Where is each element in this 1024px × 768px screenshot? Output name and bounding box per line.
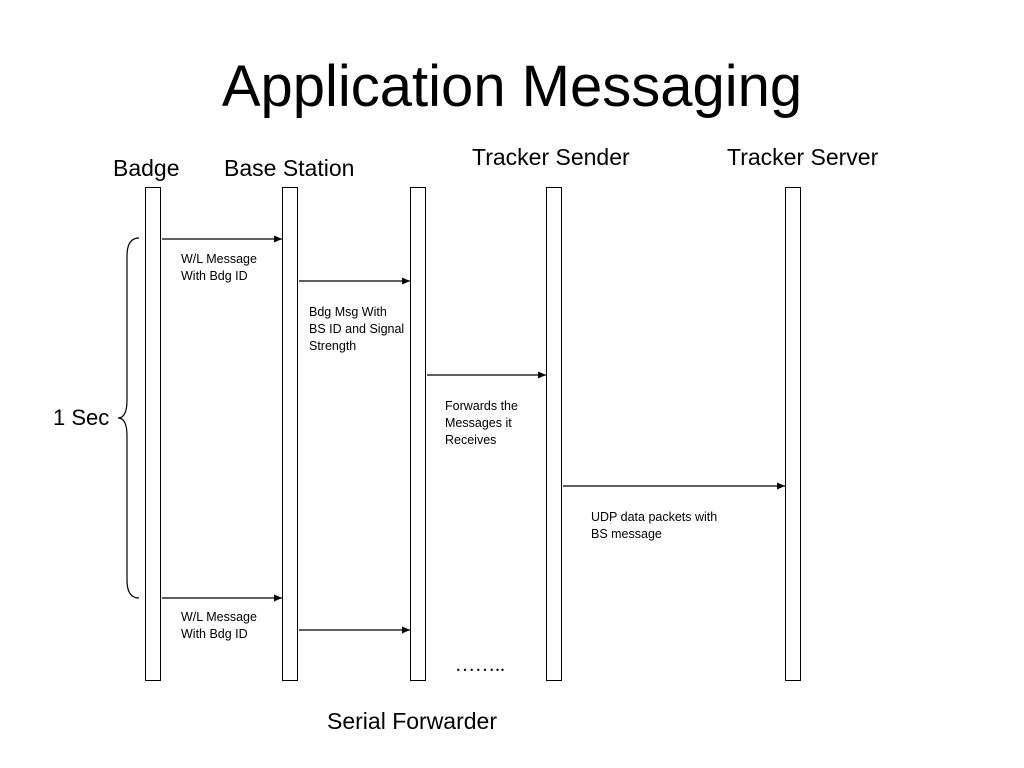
page-title: Application Messaging xyxy=(221,54,803,119)
message-label-5: W/L Message With Bdg ID xyxy=(181,610,257,641)
actor-label-badge: Badge xyxy=(113,155,180,181)
lifeline-tracker-sender xyxy=(546,187,562,681)
lifeline-badge xyxy=(145,187,161,681)
message-label-1: W/L Message With Bdg ID xyxy=(181,252,257,283)
message-label-3: Forwards the Messages it Receives xyxy=(445,399,518,447)
actor-label-tracker-sender: Tracker Sender xyxy=(472,144,630,170)
actor-label-base-station: Base Station xyxy=(224,155,355,181)
interval-label: 1 Sec xyxy=(53,405,110,430)
actor-label-tracker-server: Tracker Server xyxy=(727,144,879,170)
continuation-ellipsis: …….. xyxy=(455,654,505,676)
lifeline-base-station xyxy=(282,187,298,681)
message-label-4: UDP data packets with BS message xyxy=(591,510,718,541)
lifeline-tracker-server xyxy=(785,187,801,681)
message-label-2: Bdg Msg With BS ID and Signal Strength xyxy=(309,305,405,353)
lifeline-serial-forwarder xyxy=(410,187,426,681)
actor-label-serial-forwarder: Serial Forwarder xyxy=(327,708,497,734)
interval-brace xyxy=(117,237,140,599)
